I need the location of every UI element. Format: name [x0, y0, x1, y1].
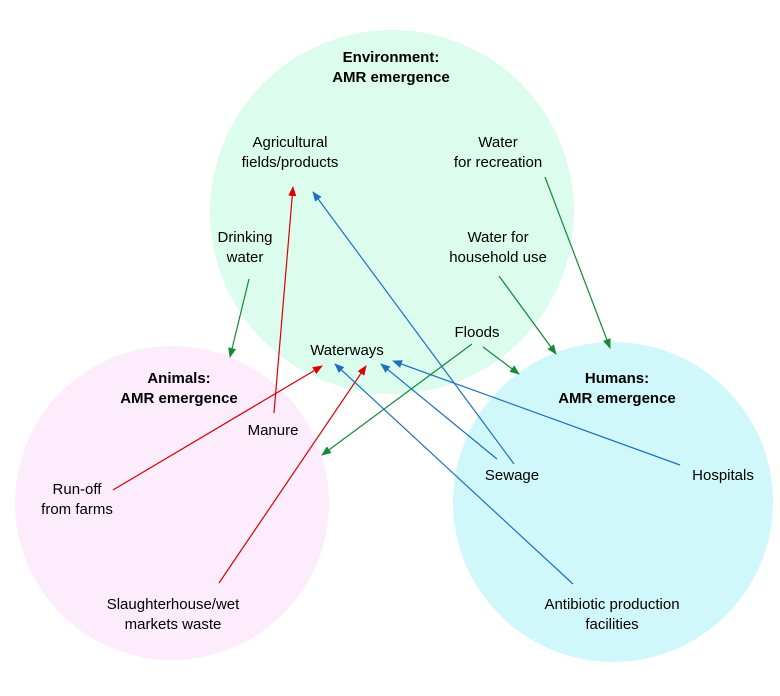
- arrow-runoff-to-waterways: [112, 365, 323, 491]
- runoff-label: Run-off from farms: [41, 481, 113, 518]
- drinking-water-label: Drinking water: [217, 229, 273, 266]
- arrow-sewage-to-agricultural: [312, 191, 515, 465]
- arrow-floods-to-animals: [321, 343, 473, 456]
- waterways-label: Waterways: [310, 342, 384, 359]
- water-recreation-label: Water for recreation: [453, 134, 543, 171]
- environment-title: Environment: AMR emergence: [332, 49, 450, 86]
- arrow-hospitals-to-waterways: [392, 360, 681, 466]
- agricultural-label: Agricultural fields/products: [241, 134, 339, 171]
- animals-circle: [15, 346, 329, 660]
- water-household-label: Water for household use: [449, 229, 547, 266]
- arrow-recreation-to-humans: [544, 176, 611, 349]
- slaughterhouse-label: Slaughterhouse/wet markets waste: [106, 596, 240, 633]
- antibiotic-label: Antibiotic production facilities: [544, 596, 680, 633]
- environment-circle: [210, 30, 574, 394]
- arrow-drinking-to-animals: [228, 278, 250, 358]
- floods-label: Floods: [454, 324, 500, 341]
- manure-label: Manure: [247, 422, 299, 439]
- humans-circle: [453, 342, 773, 662]
- animals-title: Animals: AMR emergence: [120, 370, 238, 407]
- hospitals-label: Hospitals: [692, 467, 754, 484]
- arrow-slaughterhouse-to-waterways: [218, 365, 367, 584]
- arrow-household-to-humans: [498, 275, 557, 355]
- arrow-floods-to-humans: [482, 346, 520, 375]
- humans-title: Humans: AMR emergence: [558, 370, 676, 407]
- sewage-label: Sewage: [484, 467, 540, 484]
- arrow-sewage-to-waterways: [380, 363, 498, 460]
- arrow-manure-to-agricultural: [273, 186, 297, 414]
- arrow-antibiotic-to-waterways: [334, 363, 574, 585]
